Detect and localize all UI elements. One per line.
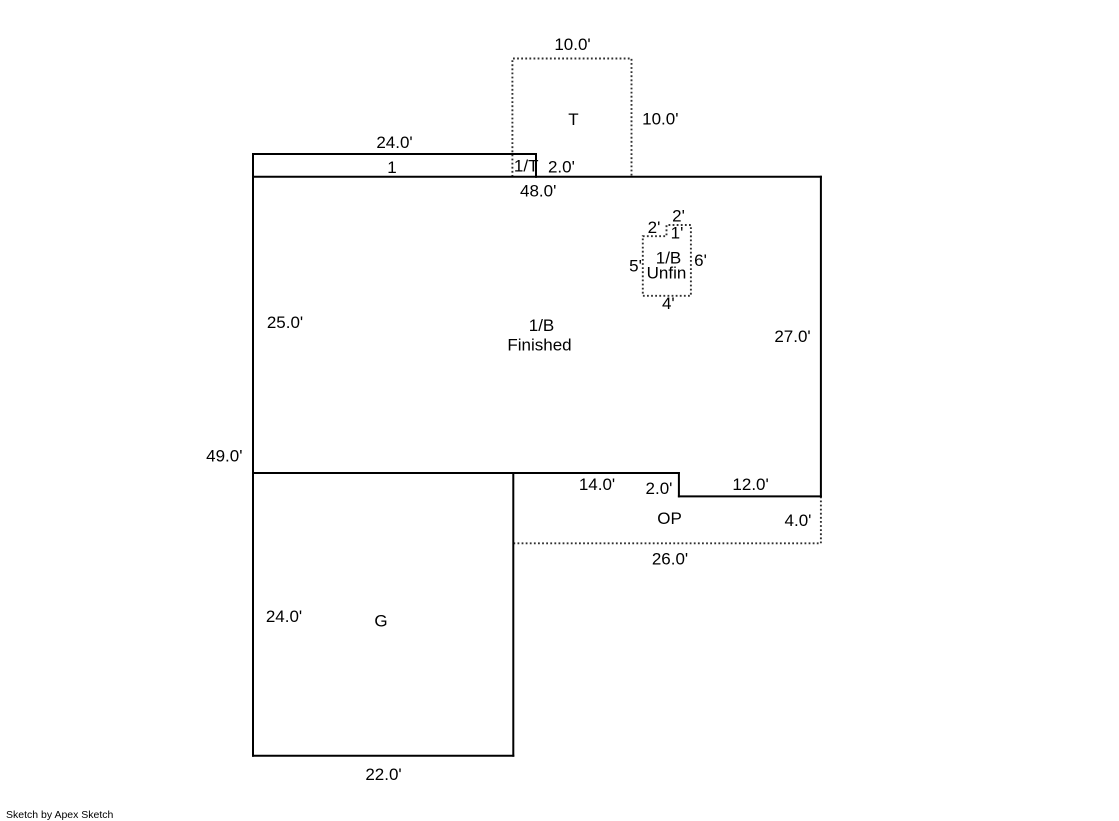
svg-text:T: T bbox=[568, 110, 578, 129]
svg-text:10.0': 10.0' bbox=[642, 110, 678, 129]
svg-text:G: G bbox=[374, 611, 387, 630]
svg-text:2.0': 2.0' bbox=[646, 479, 673, 498]
svg-text:1: 1 bbox=[387, 158, 396, 177]
svg-text:1': 1' bbox=[671, 223, 684, 242]
svg-text:10.0': 10.0' bbox=[554, 35, 590, 54]
svg-text:OP: OP bbox=[657, 509, 682, 528]
svg-text:Unfin: Unfin bbox=[647, 263, 687, 282]
svg-text:22.0': 22.0' bbox=[365, 765, 401, 784]
svg-text:1/B: 1/B bbox=[529, 316, 555, 335]
svg-text:1/B: 1/B bbox=[656, 248, 682, 267]
svg-text:49.0': 49.0' bbox=[206, 446, 242, 465]
svg-text:48.0': 48.0' bbox=[520, 182, 556, 201]
svg-text:1/T: 1/T bbox=[514, 157, 539, 176]
svg-text:26.0': 26.0' bbox=[652, 550, 688, 569]
svg-text:2.0': 2.0' bbox=[548, 158, 575, 177]
svg-text:2': 2' bbox=[672, 206, 685, 225]
svg-text:Sketch by Apex Sketch: Sketch by Apex Sketch bbox=[6, 809, 114, 821]
svg-text:27.0': 27.0' bbox=[774, 327, 810, 346]
svg-text:4.0': 4.0' bbox=[785, 511, 812, 530]
svg-text:2': 2' bbox=[648, 218, 661, 237]
svg-text:14.0': 14.0' bbox=[579, 475, 615, 494]
svg-text:6': 6' bbox=[694, 251, 707, 270]
svg-text:12.0': 12.0' bbox=[732, 475, 768, 494]
svg-text:5': 5' bbox=[629, 256, 642, 275]
svg-text:25.0': 25.0' bbox=[267, 313, 303, 332]
svg-text:24.0': 24.0' bbox=[376, 133, 412, 152]
svg-text:24.0': 24.0' bbox=[266, 607, 302, 626]
svg-text:Finished: Finished bbox=[507, 336, 571, 355]
svg-text:4': 4' bbox=[662, 294, 675, 313]
